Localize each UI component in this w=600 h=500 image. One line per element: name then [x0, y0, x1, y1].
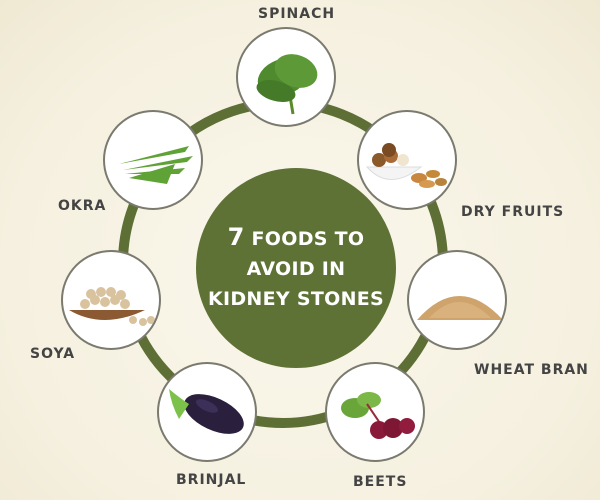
brinjal-image [157, 362, 257, 462]
okra-image [103, 110, 203, 210]
label-dry-fruits: DRY FRUITS [461, 204, 565, 220]
label-spinach: SPINACH [258, 6, 336, 22]
beets-image [325, 362, 425, 462]
soya-image [61, 250, 161, 350]
dry-fruits-icon [365, 143, 447, 188]
soya-icon [69, 287, 155, 326]
title-line-2: AVOID IN [246, 258, 346, 280]
title-line-3: KIDNEY STONES [207, 288, 385, 310]
title-text-1: FOODS TO [251, 228, 365, 250]
label-wheat-bran: WHEAT BRAN [474, 362, 589, 378]
wheat-bran-icon [417, 296, 503, 320]
beets-icon [341, 392, 415, 439]
brinjal-icon [169, 389, 244, 434]
spinach-image [236, 27, 336, 127]
wheat-bran-image [407, 250, 507, 350]
label-soya: SOYA [30, 346, 76, 362]
title-circle: 7 FOODS TO AVOID IN KIDNEY STONES [196, 168, 396, 368]
label-okra: OKRA [58, 198, 107, 214]
title-number: 7 [227, 223, 245, 251]
label-beets: BEETS [353, 474, 408, 490]
spinach-icon [256, 54, 318, 115]
dry-fruits-image [357, 110, 457, 210]
okra-icon [119, 146, 193, 184]
title-line-1: 7 FOODS TO [228, 222, 365, 254]
label-brinjal: BRINJAL [176, 472, 247, 488]
